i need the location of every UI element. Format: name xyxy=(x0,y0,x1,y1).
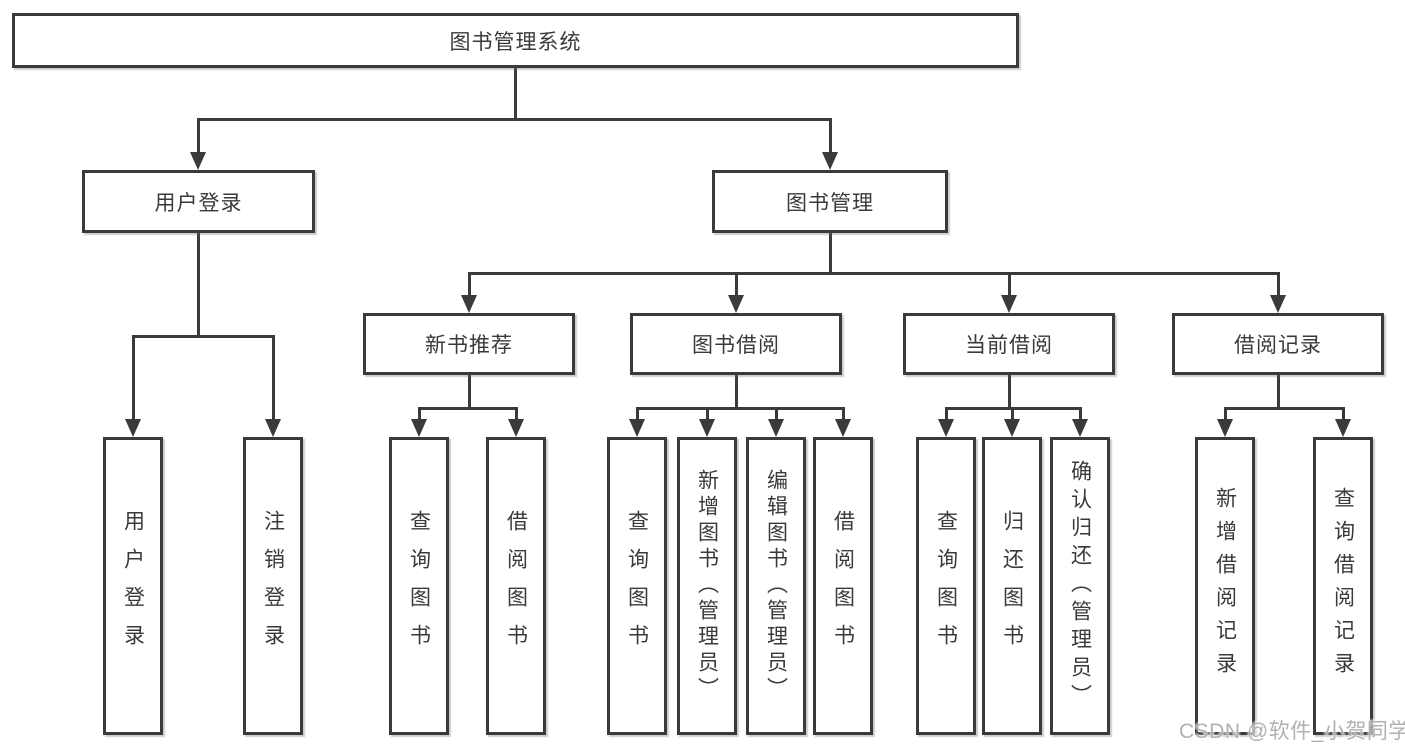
leaf-user-login: 用户登录 xyxy=(103,437,163,735)
leaf-current-query-books: 查询图书 xyxy=(916,437,976,735)
node-root-label: 图书管理系统 xyxy=(449,30,582,54)
node-book-borrow: 图书借阅 xyxy=(630,313,842,375)
connector-current-stem xyxy=(1008,375,1011,407)
leaf-recommend-query-books-label: 查询图书 xyxy=(407,510,431,662)
leaf-logout: 注销登录 xyxy=(243,437,303,735)
leaf-current-query-books-label: 查询图书 xyxy=(934,510,958,662)
arrow-down-icon xyxy=(1072,419,1088,437)
leaf-add-books-admin: 新增图书（管理员） xyxy=(677,437,737,735)
connector-login-hbar xyxy=(132,335,274,338)
connector-drop-l3-4 xyxy=(1277,272,1280,297)
arrow-down-icon xyxy=(411,419,427,437)
node-borrow-records-label: 借阅记录 xyxy=(1234,334,1322,357)
leaf-recommend-borrow-books: 借阅图书 xyxy=(486,437,546,735)
node-current-borrow: 当前借阅 xyxy=(903,313,1115,375)
arrow-down-icon xyxy=(768,419,784,437)
leaf-add-borrow-record-label: 新增借阅记录 xyxy=(1213,487,1237,685)
arrow-down-icon xyxy=(125,419,141,437)
node-book-borrow-label: 图书借阅 xyxy=(692,334,780,357)
arrow-down-icon xyxy=(629,419,645,437)
leaf-confirm-return-admin: 确认归还（管理员） xyxy=(1050,437,1110,735)
connector-recommend-stem xyxy=(468,375,471,407)
connector-drop-l3-2 xyxy=(735,272,738,297)
leaf-confirm-return-admin-label: 确认归还（管理员） xyxy=(1068,460,1092,712)
connector-drop-current-2 xyxy=(1011,407,1014,421)
connector-root-hbar xyxy=(198,118,832,121)
connector-drop-recommend-1 xyxy=(418,407,421,421)
leaf-recommend-query-books: 查询图书 xyxy=(389,437,449,735)
connector-drop-records-1 xyxy=(1224,407,1227,421)
connector-drop-current-1 xyxy=(945,407,948,421)
connector-records-stem xyxy=(1277,375,1280,407)
arrow-down-icon xyxy=(508,419,524,437)
leaf-query-borrow-record-label: 查询借阅记录 xyxy=(1331,487,1355,685)
connector-borrow-stem xyxy=(735,375,738,407)
connector-drop-recommend-2 xyxy=(515,407,518,421)
node-root: 图书管理系统 xyxy=(12,13,1019,68)
leaf-edit-books-admin: 编辑图书（管理员） xyxy=(746,437,806,735)
connector-borrow-hbar xyxy=(636,407,845,410)
connector-drop-l3-1 xyxy=(468,272,471,297)
leaf-return-books-label: 归还图书 xyxy=(1000,510,1024,662)
leaf-return-books: 归还图书 xyxy=(982,437,1042,735)
arrow-down-icon xyxy=(822,152,838,170)
arrow-down-icon xyxy=(835,419,851,437)
node-new-book-recommend-label: 新书推荐 xyxy=(425,334,513,357)
arrow-down-icon xyxy=(1004,419,1020,437)
connector-login-stem xyxy=(197,233,200,335)
arrow-down-icon xyxy=(265,419,281,437)
arrow-down-icon xyxy=(1335,419,1351,437)
connector-drop-l3-3 xyxy=(1008,272,1011,297)
connector-drop-borrow-1 xyxy=(636,407,639,421)
connector-drop-mgmt xyxy=(829,118,832,154)
connector-records-hbar xyxy=(1224,407,1345,410)
connector-drop-records-2 xyxy=(1342,407,1345,421)
node-book-management-label: 图书管理 xyxy=(786,191,874,215)
leaf-add-books-admin-label: 新增图书（管理员） xyxy=(695,469,719,703)
arrow-down-icon xyxy=(190,152,206,170)
leaf-borrow-books: 借阅图书 xyxy=(813,437,873,735)
arrow-down-icon xyxy=(1270,295,1286,313)
connector-drop-login-leaf-1 xyxy=(132,335,135,421)
leaf-borrow-query-books-label: 查询图书 xyxy=(625,510,649,662)
node-new-book-recommend: 新书推荐 xyxy=(363,313,575,375)
node-user-login: 用户登录 xyxy=(82,170,315,233)
leaf-logout-label: 注销登录 xyxy=(261,510,285,662)
arrow-down-icon xyxy=(938,419,954,437)
arrow-down-icon xyxy=(461,295,477,313)
node-current-borrow-label: 当前借阅 xyxy=(965,334,1053,357)
leaf-add-borrow-record: 新增借阅记录 xyxy=(1195,437,1255,735)
arrow-down-icon xyxy=(1217,419,1233,437)
node-borrow-records: 借阅记录 xyxy=(1172,313,1384,375)
connector-drop-login-leaf-2 xyxy=(272,335,275,421)
leaf-user-login-label: 用户登录 xyxy=(121,510,145,662)
node-book-management: 图书管理 xyxy=(712,170,948,233)
arrow-down-icon xyxy=(728,295,744,313)
connector-mgmt-hbar xyxy=(468,272,1280,275)
connector-mgmt-stem xyxy=(829,233,832,272)
connector-drop-borrow-2 xyxy=(706,407,709,421)
node-user-login-label: 用户登录 xyxy=(154,191,243,215)
leaf-edit-books-admin-label: 编辑图书（管理员） xyxy=(764,469,788,703)
connector-drop-current-3 xyxy=(1079,407,1082,421)
leaf-query-borrow-record: 查询借阅记录 xyxy=(1313,437,1373,735)
arrow-down-icon xyxy=(699,419,715,437)
connector-drop-login xyxy=(197,118,200,154)
leaf-borrow-books-label: 借阅图书 xyxy=(831,510,855,662)
connector-drop-borrow-4 xyxy=(842,407,845,421)
connector-recommend-hbar xyxy=(418,407,518,410)
leaf-recommend-borrow-books-label: 借阅图书 xyxy=(504,510,528,662)
watermark: CSDN @软件_小贺同学 xyxy=(1179,720,1405,743)
arrow-down-icon xyxy=(1001,295,1017,313)
leaf-borrow-query-books: 查询图书 xyxy=(607,437,667,735)
connector-drop-borrow-3 xyxy=(775,407,778,421)
connector-root-stem xyxy=(514,68,517,118)
